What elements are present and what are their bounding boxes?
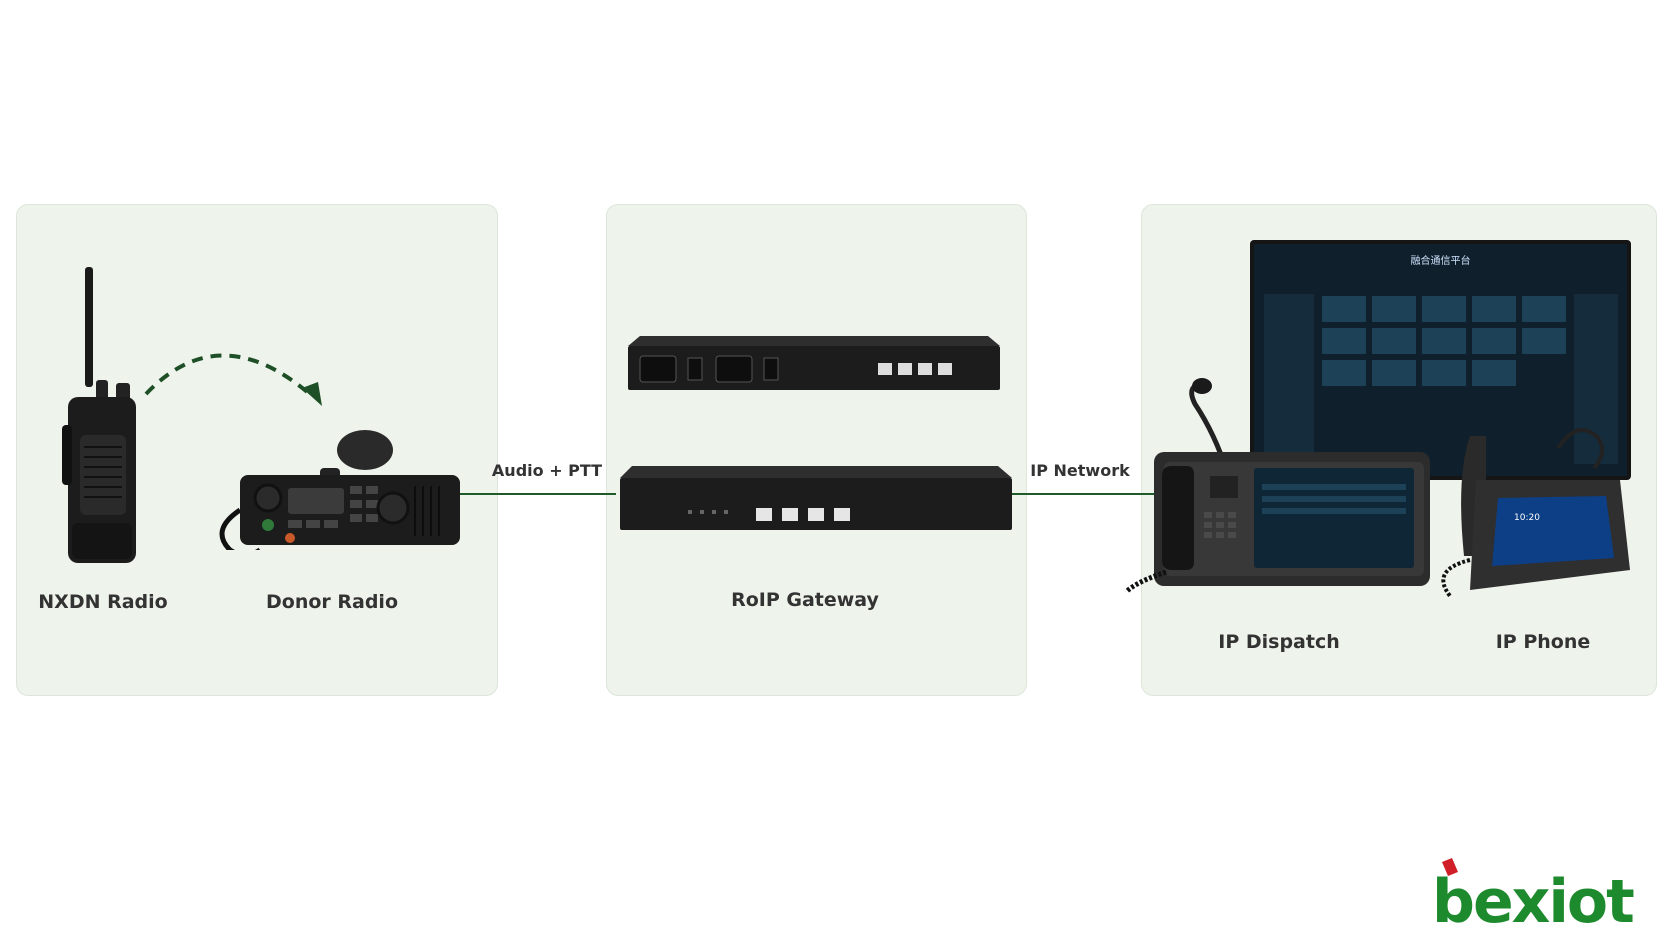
gateway-rear-icon — [628, 336, 1000, 390]
phone-screen-time: 10:20 — [1514, 513, 1540, 523]
donor-radio-label: Donor Radio — [265, 591, 399, 613]
logo-text: bexiot — [1432, 867, 1634, 928]
gateway-panel — [606, 204, 1027, 696]
ip-network-line — [1012, 493, 1154, 495]
ip-phone-icon: 10:20 — [1441, 428, 1630, 598]
ip-network-label: IP Network — [1030, 461, 1130, 480]
ip-phone-label: IP Phone — [1495, 631, 1591, 653]
ip-dispatch-label: IP Dispatch — [1218, 631, 1340, 653]
bexiot-logo-icon: bexiot — [1432, 858, 1636, 928]
gateway-front-icon — [620, 466, 1012, 530]
donor-radio-icon — [219, 430, 460, 550]
roip-gateway-label: RoIP Gateway — [731, 589, 879, 611]
audio-ptt-label: Audio + PTT — [491, 461, 603, 480]
nxdn-radio-label: NXDN Radio — [38, 591, 168, 613]
monitor-title: 融合通信平台 — [1410, 256, 1471, 267]
nxdn-radio-icon — [62, 267, 136, 563]
ip-dispatch-console-icon — [1124, 378, 1430, 594]
audio-ptt-line — [460, 493, 616, 495]
dashed-arrow-icon — [144, 353, 322, 406]
dispatch-monitor: 融合通信平台 — [1250, 240, 1631, 480]
